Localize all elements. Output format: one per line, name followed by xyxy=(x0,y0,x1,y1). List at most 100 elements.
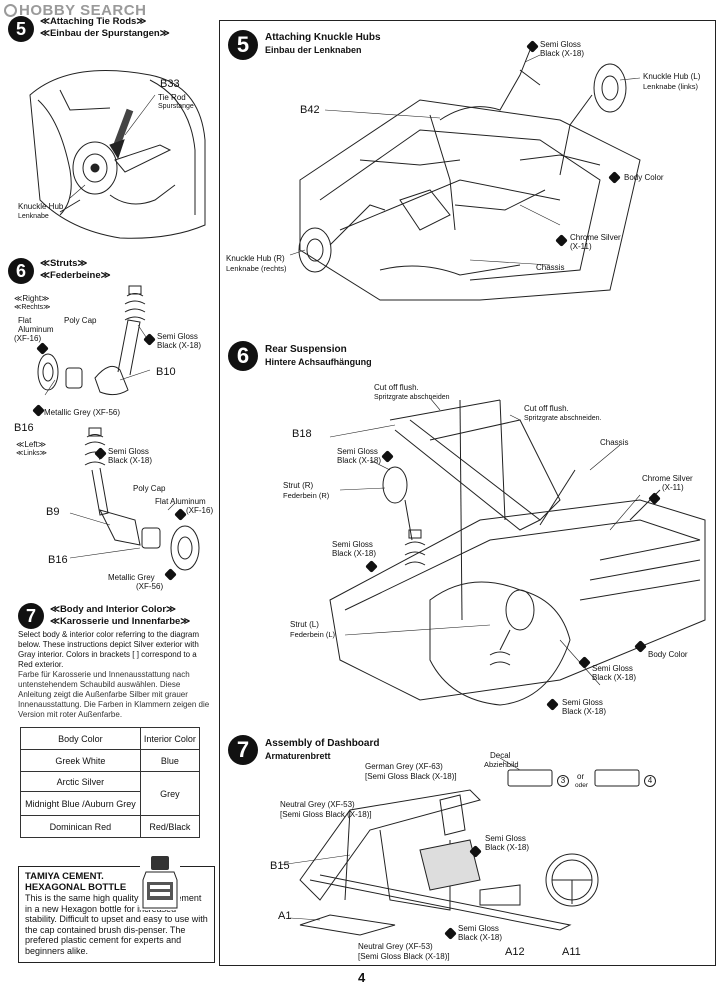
strut-left-drawing xyxy=(84,427,200,571)
left-side-label-en: ≪Left≫ xyxy=(16,440,47,449)
semi-gloss-code: Black (X-18) xyxy=(540,49,585,58)
table-header-body-color: Body Color xyxy=(20,727,141,750)
table-header-interior-color: Interior Color xyxy=(139,727,201,750)
neutral-grey-alt-label: [Semi Gloss Black (X-18)] xyxy=(280,810,372,819)
semi-gloss-code: Black (X-18) xyxy=(485,843,530,852)
dashboard-drawing xyxy=(299,769,640,936)
knuckle-hub-drawing xyxy=(298,49,641,301)
left-step5-number: 5 xyxy=(8,16,34,42)
left-knuckle-hub-label-de: Lenknabe xyxy=(18,213,49,220)
left-knuckle-hub-label-en: Knuckle Hub xyxy=(18,202,64,211)
strut-r-label-en: Strut (R) xyxy=(283,481,314,490)
right-step6-title-de: Hintere Achsaufhängung xyxy=(265,357,372,367)
decal-number-3: 3 xyxy=(557,775,569,787)
cement-title-1: TAMIYA CEMENT. xyxy=(25,871,104,882)
semi-gloss-label: Semi Gloss xyxy=(157,332,198,341)
strut-right-drawing xyxy=(37,285,146,396)
part-b16-label-2: B16 xyxy=(48,554,68,566)
chrome-silver-label: Chrome Silver xyxy=(570,233,621,242)
semi-gloss-code-2: Black (X-18) xyxy=(108,456,153,465)
table-cell-interior: Grey xyxy=(139,771,201,816)
color-instructions-en: Select body & interior color referring t… xyxy=(18,630,199,669)
decal-label-de: Abziehbild xyxy=(484,760,519,769)
right-instructions-panel xyxy=(219,20,716,966)
neutral-grey-alt-label-2: [Semi Gloss Black (X-18)] xyxy=(358,952,450,961)
strut-l-label-en: Strut (L) xyxy=(290,620,319,629)
part-b18-label: B18 xyxy=(292,428,312,440)
metallic-grey-code-2: (XF-56) xyxy=(136,582,164,591)
tie-rod-part-code: B33 xyxy=(160,78,180,90)
semi-gloss-label-2: Semi Gloss xyxy=(108,447,149,456)
poly-cap-label-2: Poly Cap xyxy=(133,484,166,493)
cement-bottle-icon xyxy=(140,854,180,910)
table-cell-body: Greek White xyxy=(20,749,141,772)
part-b15-label: B15 xyxy=(270,860,290,872)
decal-label-en: Decal xyxy=(490,751,511,760)
right-step6-number: 6 xyxy=(228,341,258,371)
table-cell-body: Midnight Blue /Auburn Grey xyxy=(20,791,141,816)
strut-l-label-de: Federbein (L) xyxy=(290,630,336,639)
body-interior-color-table: Body Color Interior Color Greek White Bl… xyxy=(20,727,201,838)
part-b16-label: B16 xyxy=(14,422,34,434)
part-b42-label: B42 xyxy=(300,104,320,116)
semi-gloss-code: Black (X-18) xyxy=(157,341,202,350)
left-step6-title-de: ≪Federbeine≫ xyxy=(40,270,111,281)
table-row: Greek White Blue xyxy=(20,749,201,772)
flat-aluminum-code: (XF-16) xyxy=(14,334,42,343)
left-step6-number: 6 xyxy=(8,258,34,284)
cement-text: This is the same high quality Tamiya cem… xyxy=(25,893,208,956)
right-step5-number: 5 xyxy=(228,30,258,60)
semi-gloss-label-3: Semi Gloss xyxy=(592,664,633,673)
rear-suspension-drawing xyxy=(329,399,706,706)
chassis-label: Chassis xyxy=(600,438,629,447)
part-b10-label: B10 xyxy=(156,366,176,378)
german-grey-label: German Grey (XF-63) xyxy=(365,762,443,771)
color-instructions-text: Select body & interior color referring t… xyxy=(18,630,213,720)
flat-aluminum-label-2: Aluminum xyxy=(18,325,54,334)
table-cell-body: Dominican Red xyxy=(20,815,141,838)
right-step5-title-de: Einbau der Lenknaben xyxy=(265,45,362,55)
table-cell-body: Arctic Silver xyxy=(20,771,141,792)
right-step7-number: 7 xyxy=(228,735,258,765)
semi-gloss-label: Semi Gloss xyxy=(337,447,378,456)
semi-gloss-label-2: Semi Gloss xyxy=(458,924,499,933)
semi-gloss-code-3: Black (X-18) xyxy=(592,673,637,682)
knuckle-hub-r-label-de: Lenknabe (rechts) xyxy=(226,264,287,273)
neutral-grey-label: Neutral Grey (XF-53) xyxy=(280,800,355,809)
german-grey-alt-label: [Semi Gloss Black (X-18)] xyxy=(365,772,457,781)
color-instructions-de: Farbe für Karosserie und Innenausstattun… xyxy=(18,670,210,719)
left-step5-title-de: ≪Einbau der Spurstangen≫ xyxy=(40,28,170,39)
chrome-silver-code: (X-11) xyxy=(570,242,592,251)
part-b9-label: B9 xyxy=(46,506,60,518)
semi-gloss-label-4: Semi Gloss xyxy=(562,698,603,707)
strut-r-label-de: Federbein (R) xyxy=(283,491,330,500)
decal-or-en: or xyxy=(577,772,585,781)
right-step6-title-en: Rear Suspension xyxy=(265,344,347,355)
cut-off-flush-label-1-de: Spritzgrate abschneiden xyxy=(374,394,450,401)
knuckle-hub-r-label-en: Knuckle Hub (R) xyxy=(226,254,285,263)
chrome-silver-label: Chrome Silver xyxy=(642,474,693,483)
part-a12-label: A12 xyxy=(505,946,525,958)
metallic-grey-label-2: Metallic Grey xyxy=(108,573,155,582)
table-header-row: Body Color Interior Color xyxy=(20,727,201,750)
watermark-text: HOBBY SEARCH xyxy=(19,2,147,19)
chrome-silver-code: (X-11) xyxy=(662,483,684,492)
body-color-label: Body Color xyxy=(648,650,688,659)
tie-rod-label-en: Tie Rod xyxy=(158,93,186,102)
left-step5-title-en: ≪Attaching Tie Rods≫ xyxy=(40,16,147,27)
semi-gloss-label-2: Semi Gloss xyxy=(332,540,373,549)
tie-rod-drawing xyxy=(29,70,206,239)
table-row: Dominican Red Red/Black xyxy=(20,815,201,838)
metallic-grey-label: Metallic Grey (XF-56) xyxy=(44,408,121,417)
right-side-label-de: ≪Rechts≫ xyxy=(14,304,51,311)
decal-number-4: 4 xyxy=(644,775,656,787)
left-step6-title-en: ≪Struts≫ xyxy=(40,258,88,269)
flat-aluminum-label-1: Flat xyxy=(18,316,32,325)
body-color-label: Body Color xyxy=(624,173,664,182)
tamiya-cement-ad: TAMIYA CEMENT. HEXAGONAL BOTTLE This is … xyxy=(18,866,215,963)
decal-or-de: oder xyxy=(575,782,589,789)
knuckle-hub-l-label-de: Lenknabe (links) xyxy=(643,82,699,91)
right-step7-title-en: Assembly of Dashboard xyxy=(265,738,380,749)
part-a1-label: A1 xyxy=(278,910,292,922)
